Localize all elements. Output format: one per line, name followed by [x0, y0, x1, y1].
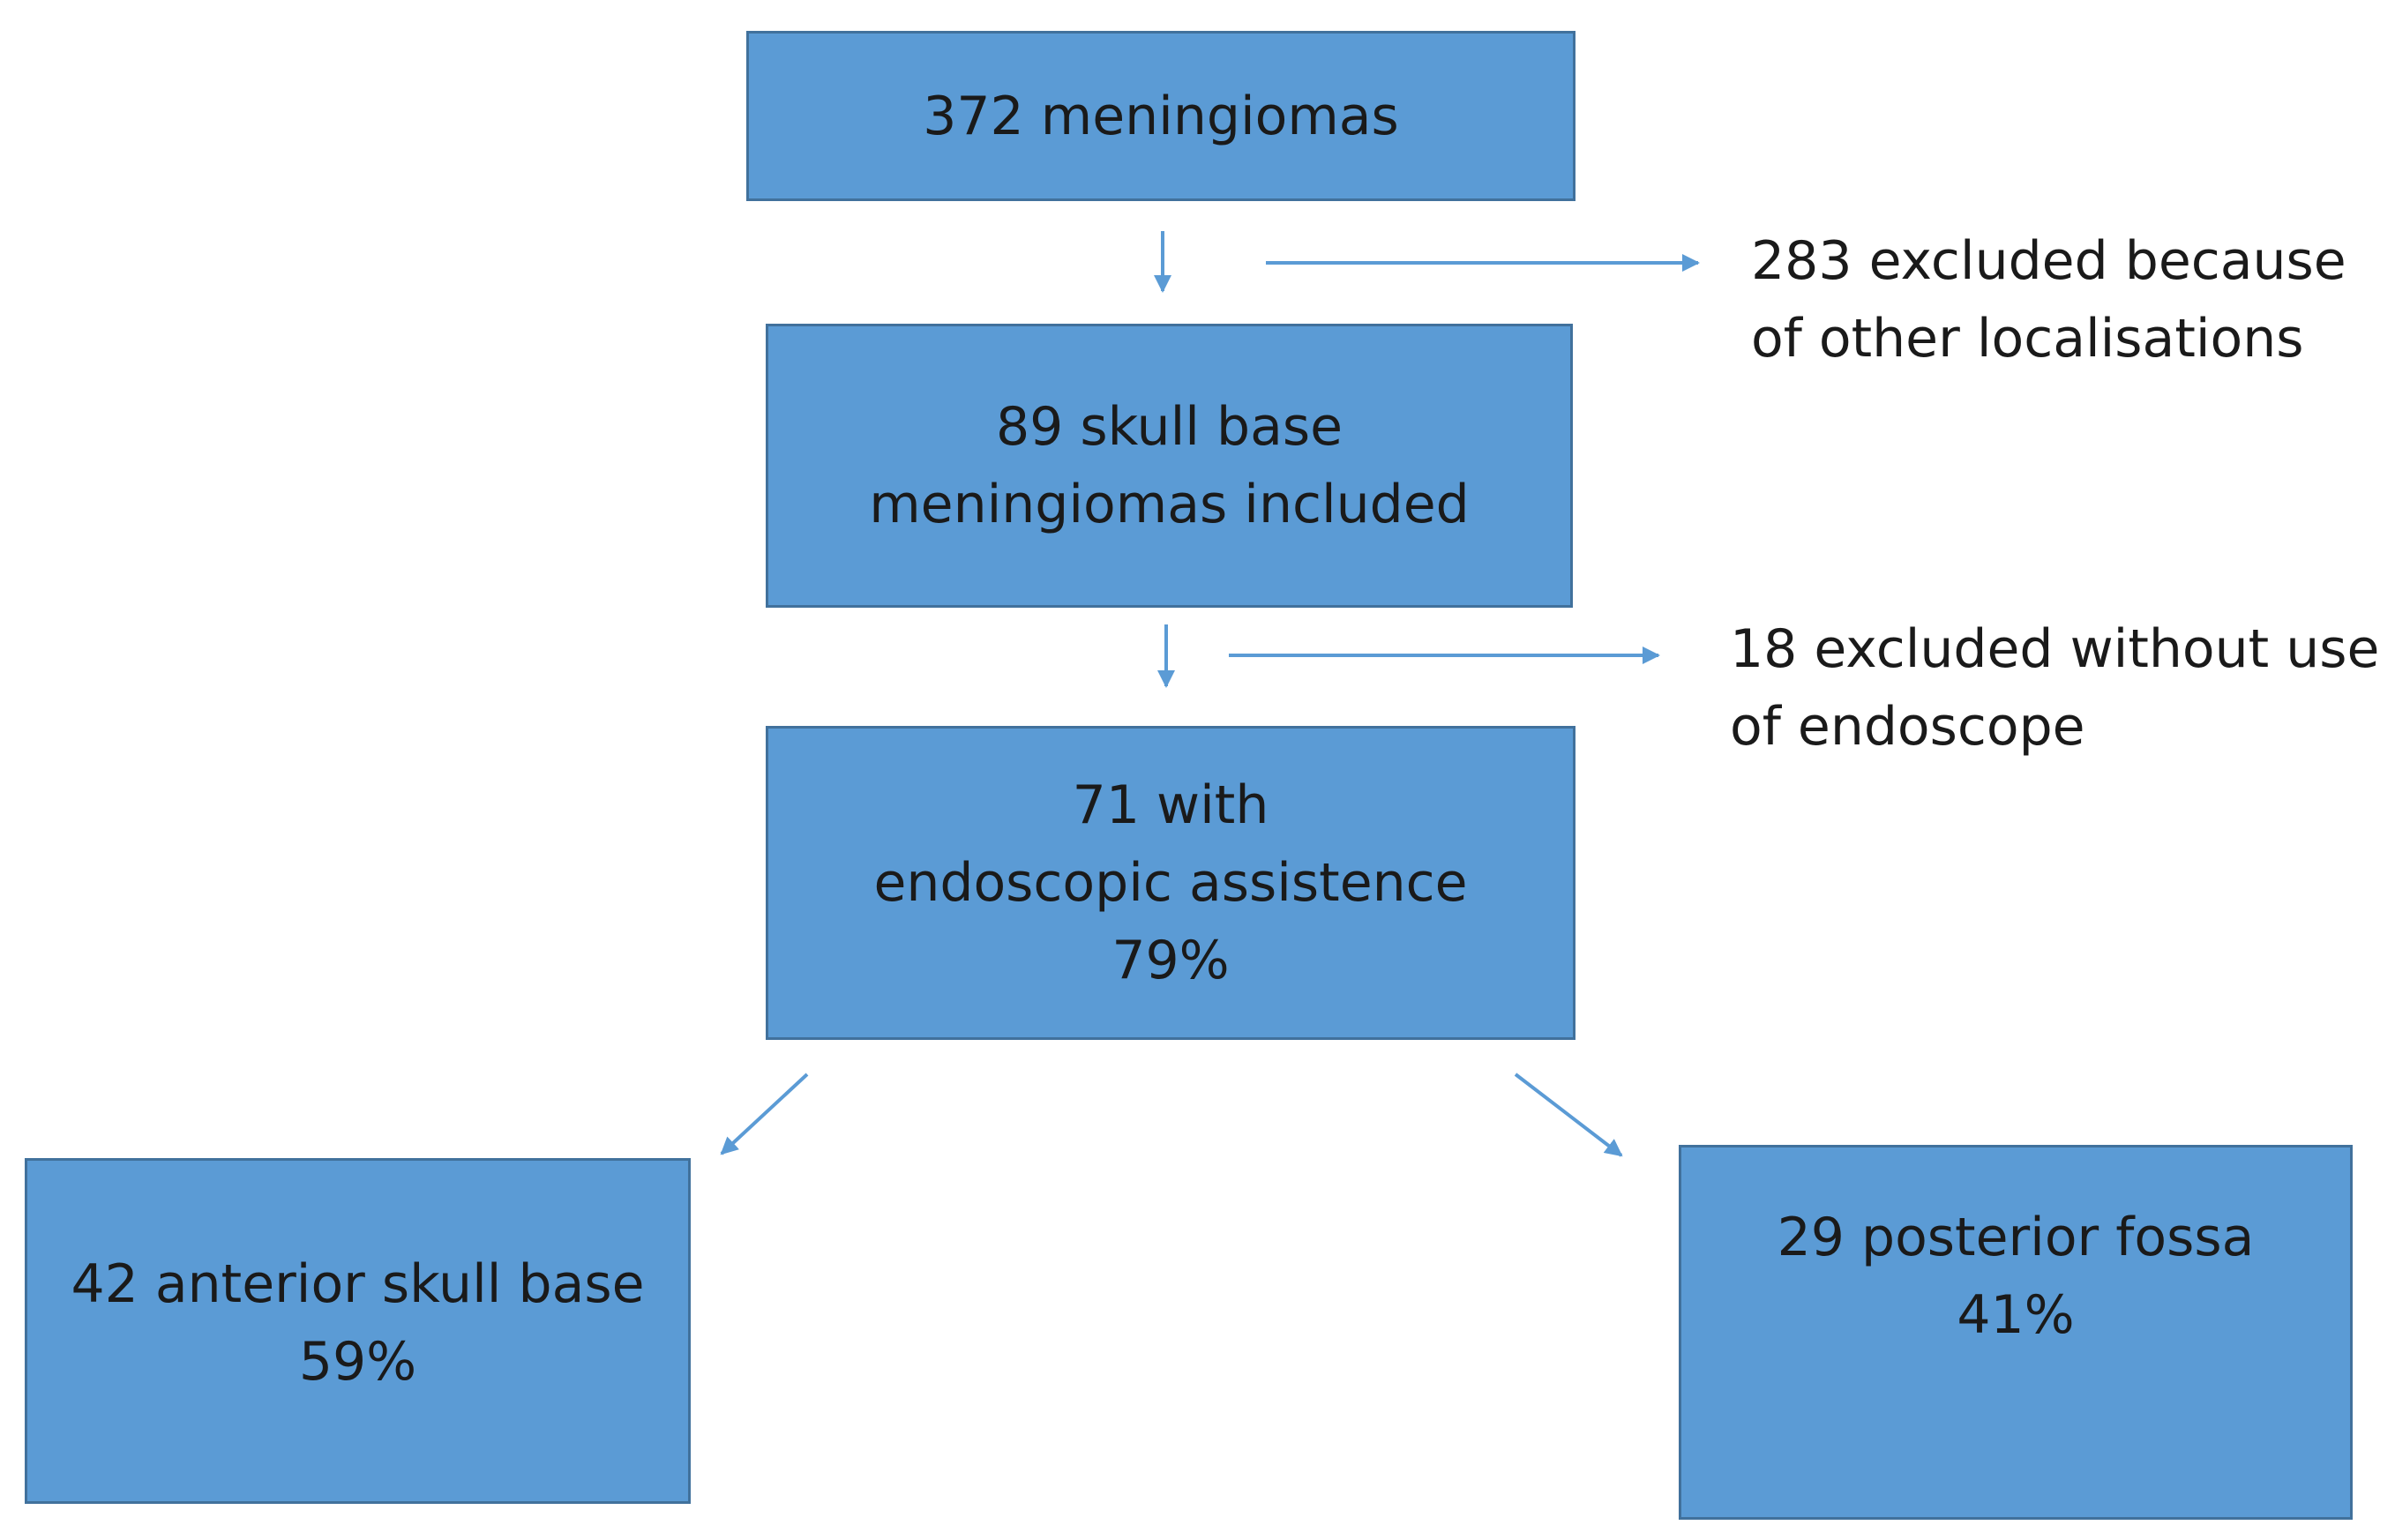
box-total-meningiomas: 372 meningiomas	[746, 31, 1575, 201]
box-anterior-line-2: 59%	[298, 1331, 417, 1393]
box-anterior-skull-base: 42 anterior skull base 59%	[25, 1158, 691, 1504]
box-skull-base-line-1: 89 skull base	[995, 396, 1343, 458]
box-skull-base-line-2: meningiomas included	[869, 474, 1470, 535]
arrow-to-anterior	[720, 1073, 809, 1155]
box-posterior-line-1: 29 posterior fossa	[1777, 1207, 2255, 1268]
box-endoscopic-line-2: endoscopic assistence	[873, 852, 1468, 914]
box-endoscopic-line-1: 71 with	[1072, 774, 1269, 836]
box-endoscopic-assistance: 71 with endoscopic assistence 79%	[766, 726, 1575, 1040]
box-endoscopic-line-3: 79%	[1111, 930, 1230, 991]
box-posterior-line-2: 41%	[1957, 1284, 2075, 1346]
note-excluded-other-localisations: 283 excluded because of other localisati…	[1751, 222, 2346, 378]
box-total-line-1: 372 meningiomas	[923, 85, 1399, 147]
note-endoscope-line-2: of endoscope	[1730, 696, 2085, 758]
box-anterior-line-1: 42 anterior skull base	[71, 1253, 645, 1315]
box-skull-base-included: 89 skull base meningiomas included	[766, 324, 1573, 608]
note-localisation-line-1: 283 excluded because	[1751, 230, 2346, 292]
note-endoscope-line-1: 18 excluded without use	[1730, 618, 2380, 680]
arrow-to-posterior	[1514, 1073, 1623, 1157]
box-posterior-fossa: 29 posterior fossa 41%	[1679, 1145, 2353, 1520]
note-excluded-without-endoscope: 18 excluded without use of endoscope	[1730, 610, 2379, 766]
note-localisation-line-2: of other localisations	[1751, 308, 2304, 370]
